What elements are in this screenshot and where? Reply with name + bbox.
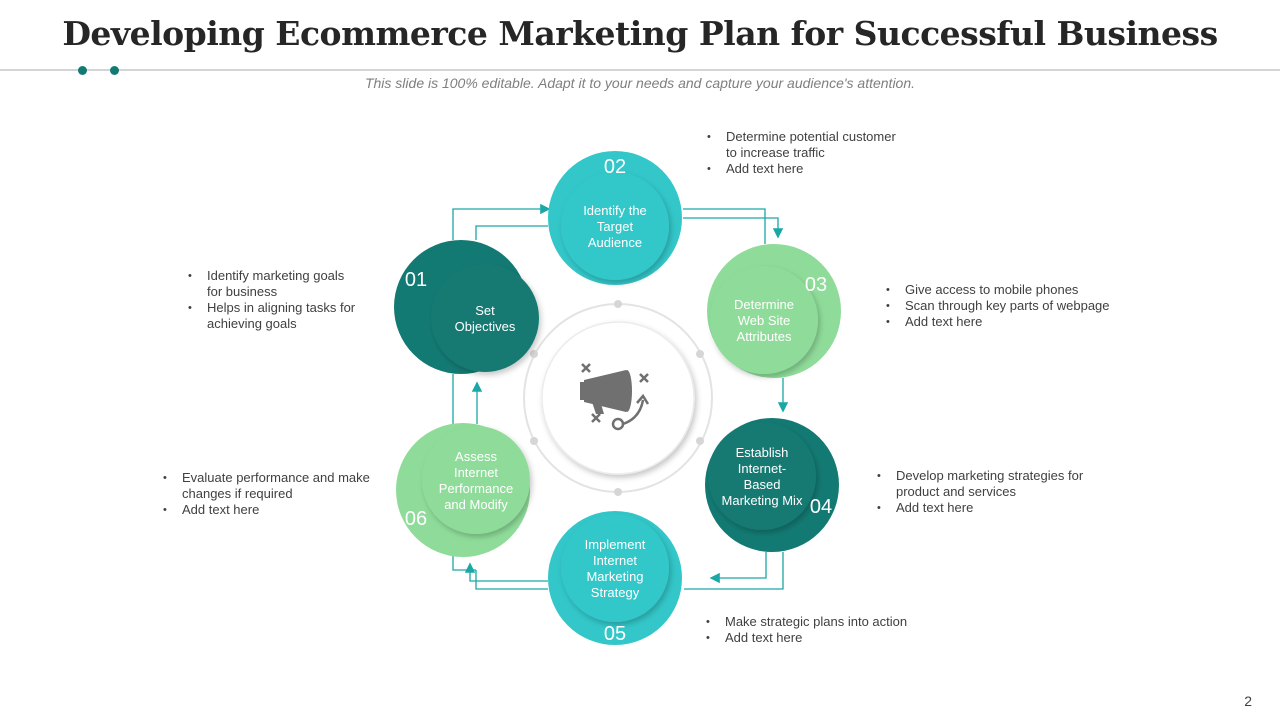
page-number: 2 (1244, 693, 1252, 709)
step-04-inner-circle (708, 422, 816, 530)
bullet-item: Add text here (886, 314, 1126, 330)
arrow-01-to-02-inner (475, 225, 548, 240)
arrow-04-to-05-inner (709, 552, 767, 584)
bullet-line: Identify marketing goals (207, 268, 345, 283)
step-01-inner-circle (431, 264, 539, 372)
bullet-line: Determine potential customer (726, 129, 896, 144)
bullet-item: Give access to mobile phones (886, 282, 1126, 298)
bullet-line: changes if required (182, 486, 293, 501)
bullet-item: Scan through key parts of webpage (886, 298, 1126, 314)
slide-subtitle: This slide is 100% editable. Adapt it to… (364, 75, 916, 91)
ring-dots (530, 300, 704, 496)
bullet-line: Add text here (905, 314, 983, 329)
bullet-line: Add text here (896, 500, 974, 515)
decorative-dot-right (110, 66, 119, 75)
arrow-01-to-02 (452, 203, 551, 240)
arrow-06-left-bracket (452, 552, 476, 571)
megaphone-strategy-icon (580, 363, 650, 431)
arrow-04-to-05 (684, 552, 784, 590)
bullet-line: for business (207, 284, 278, 299)
bullet-line: Add text here (725, 630, 803, 645)
bullet-item: Add text here (707, 161, 927, 177)
bullet-line: Scan through key parts of webpage (905, 298, 1110, 313)
bullet-line: Add text here (726, 161, 804, 176)
step-06-inner-circle (422, 426, 530, 534)
bullet-line: product and services (896, 484, 1016, 499)
step-06-number: 06 (405, 508, 427, 530)
bullet-item: Add text here (877, 500, 1107, 516)
connector-arrows (452, 203, 789, 590)
arrow-05-to-06-inner (464, 562, 548, 582)
slide-title: Developing Ecommerce Marketing Plan for … (62, 14, 1218, 53)
bullet-line: Helps in aligning tasks for (207, 300, 356, 315)
step-02-inner-circle (561, 172, 669, 280)
bullet-line: Evaluate performance and make (182, 470, 370, 485)
step-03-inner-circle (710, 266, 818, 374)
step-02-number: 02 (604, 156, 626, 178)
decorative-dot-left (78, 66, 87, 75)
step-03-number: 03 (805, 274, 827, 296)
bullet-item: Develop marketing strategies forproduct … (877, 468, 1107, 500)
bullet-line: Add text here (182, 502, 260, 517)
step-04-bullets: Develop marketing strategies forproduct … (877, 468, 1107, 516)
bullet-line: achieving goals (207, 316, 297, 331)
bullet-item: Add text here (706, 630, 936, 646)
step-05-inner-circle (561, 514, 669, 622)
arrow-02-to-03-inner (683, 217, 784, 239)
bullet-line: Develop marketing strategies for (896, 468, 1084, 483)
step-05-bullets: Make strategic plans into actionAdd text… (706, 614, 936, 646)
title-underline (0, 69, 1280, 71)
bullet-line: Give access to mobile phones (905, 282, 1079, 297)
arrow-02-to-03 (683, 208, 766, 244)
step-05-number: 05 (604, 623, 626, 645)
step-01-number: 01 (405, 269, 427, 291)
bullet-line: to increase traffic (726, 145, 825, 160)
bullet-line: Make strategic plans into action (725, 614, 908, 629)
step-04-number: 04 (810, 496, 832, 518)
arrow-05-to-06 (475, 570, 548, 590)
step-03-bullets: Give access to mobile phonesScan through… (886, 282, 1126, 330)
bullet-item: Make strategic plans into action (706, 614, 936, 630)
bullet-item: Add text here (163, 502, 388, 518)
